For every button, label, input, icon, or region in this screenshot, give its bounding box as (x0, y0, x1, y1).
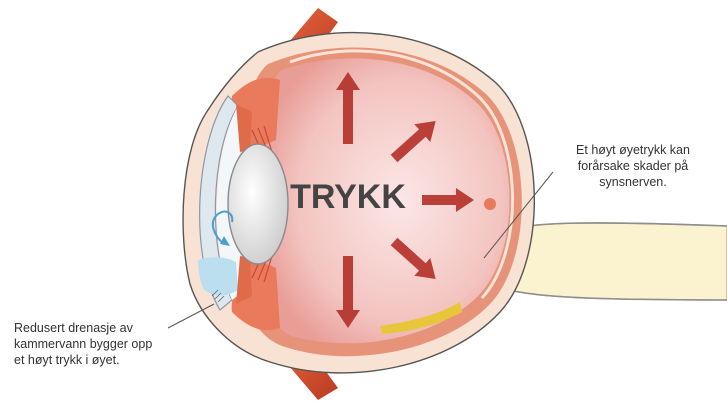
iris-lower (236, 256, 252, 304)
cornea (199, 95, 239, 311)
pressure-arrows (336, 72, 474, 328)
lens (227, 143, 289, 265)
vitreous-body (266, 58, 510, 344)
arrow-down-right-icon (390, 237, 436, 279)
drainage-leader (167, 303, 215, 329)
retina (289, 49, 514, 300)
drainage-angle (211, 289, 225, 303)
optic-nerve-leader (483, 171, 554, 259)
arrow-right-icon (422, 188, 474, 212)
arrow-down-icon (336, 256, 360, 328)
curved-arrow-icon (211, 210, 234, 246)
optic-nerve-annotation: Et høyt øyetrykk kan forårsake skader på… (576, 143, 690, 189)
optic-disc (484, 198, 496, 210)
arrow-up-icon (336, 72, 360, 144)
iris-upper (236, 104, 252, 152)
aqueous-humour (198, 257, 238, 296)
arrow-up-right-icon (390, 121, 436, 163)
drainage-annotation: Redusert drenasje av kammervann bygger o… (14, 321, 153, 367)
macula-band (380, 302, 462, 334)
center-label: TRYKK (290, 178, 406, 216)
